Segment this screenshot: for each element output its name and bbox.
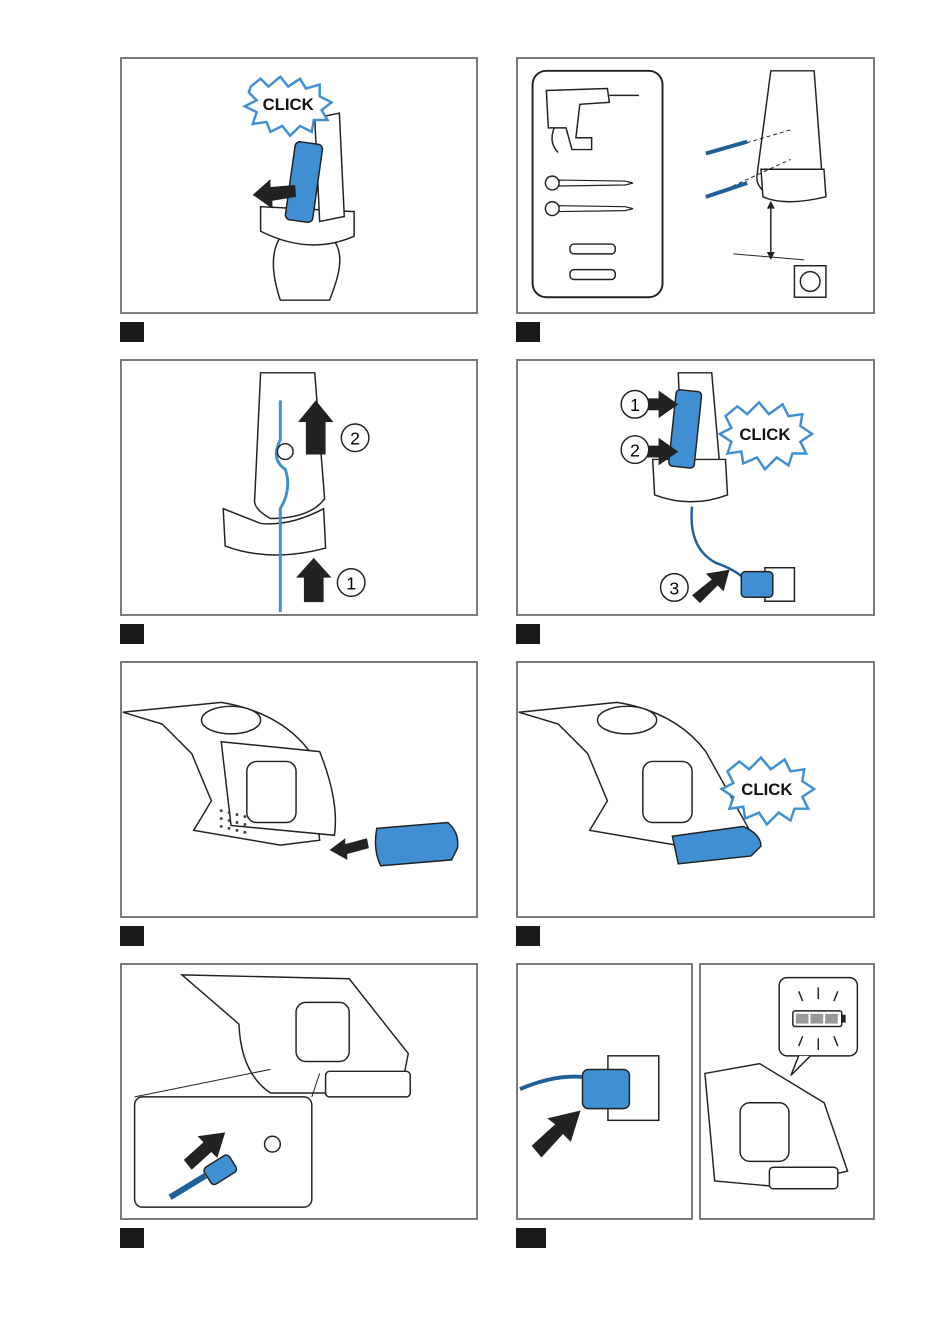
charger-connection-illustration — [122, 965, 476, 1218]
step-marker-1 — [120, 322, 144, 342]
battery-slide-in-illustration — [122, 663, 476, 916]
step-number-1: 1 — [630, 395, 640, 415]
detail-inset — [135, 1097, 312, 1207]
step-marker-2 — [516, 322, 540, 342]
charger-plug-icon — [583, 1070, 630, 1109]
click-label: CLICK — [263, 95, 314, 114]
click-label: CLICK — [741, 780, 792, 799]
figure-panel-8b — [699, 963, 875, 1220]
figure-panel-4: 1 2 CLICK 3 — [516, 359, 875, 616]
arrow-icon — [296, 558, 331, 602]
battery-pack-icon — [375, 822, 457, 865]
battery-insert-charger-illustration: 1 2 CLICK 3 — [518, 361, 873, 614]
step-number-1: 1 — [346, 573, 356, 593]
step-number-2: 2 — [350, 429, 360, 449]
battery-removal-illustration: CLICK — [122, 59, 476, 312]
wall-socket-icon — [794, 266, 826, 298]
figure-panel-8a — [516, 963, 693, 1220]
step-marker-5 — [120, 926, 144, 946]
step-marker-8 — [516, 1228, 546, 1248]
click-label: CLICK — [739, 425, 790, 444]
step-marker-3 — [120, 624, 144, 644]
cable-routing-illustration: 2 1 — [122, 361, 476, 614]
step-marker-4 — [516, 624, 540, 644]
charger-plug-icon — [741, 568, 794, 601]
arrow-icon — [692, 570, 729, 603]
figure-panel-6: CLICK — [516, 661, 875, 918]
figure-panel-7 — [120, 963, 478, 1220]
figure-panel-2 — [516, 57, 875, 314]
charging-indicator-illustration — [701, 965, 873, 1218]
figure-panel-1: CLICK — [120, 57, 478, 314]
step-marker-7 — [120, 1228, 144, 1248]
step-number-2: 2 — [630, 440, 640, 460]
arrow-icon — [532, 1111, 581, 1158]
wall-mount-illustration — [518, 59, 873, 312]
arrow-icon — [330, 838, 369, 860]
figure-panel-5 — [120, 661, 478, 918]
battery-click-illustration: CLICK — [518, 663, 873, 916]
wall-plug-in-illustration — [518, 965, 691, 1218]
step-number-3: 3 — [669, 578, 679, 598]
step-marker-6 — [516, 926, 540, 946]
figure-panel-3: 2 1 — [120, 359, 478, 616]
